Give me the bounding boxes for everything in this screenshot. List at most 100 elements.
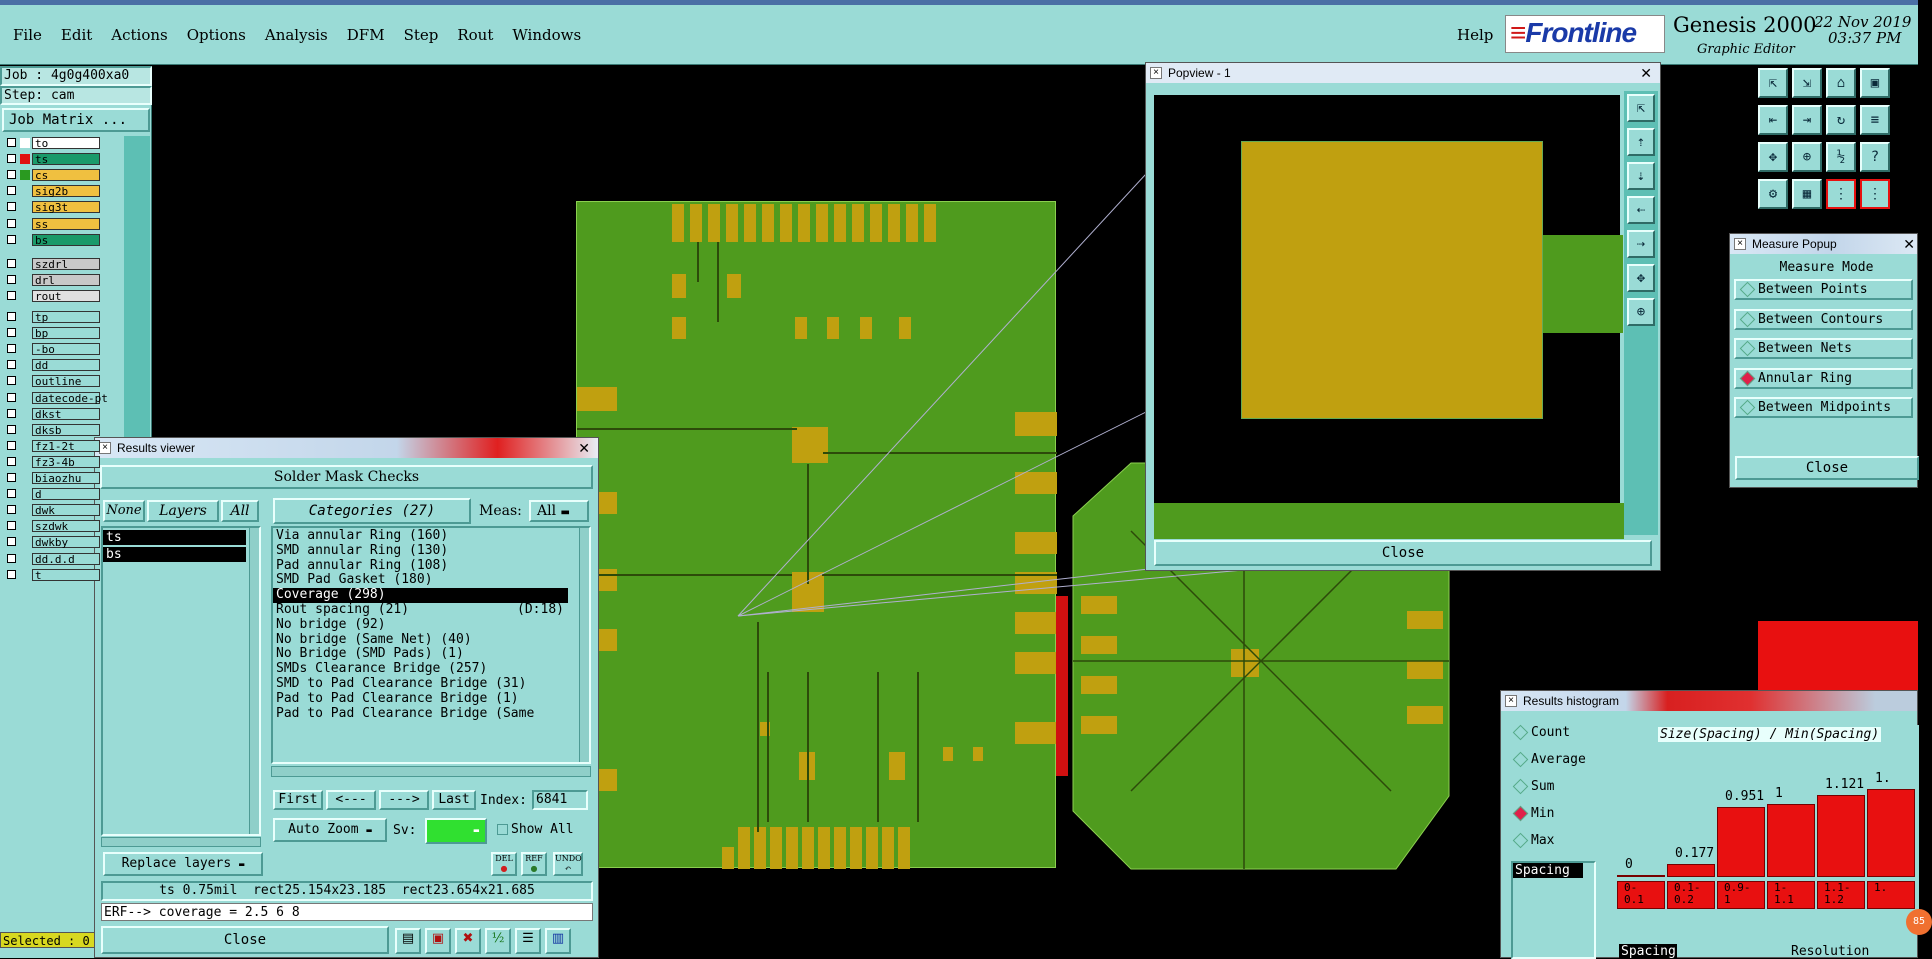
layer-checkbox[interactable]	[7, 569, 16, 579]
layer-row[interactable]: dwkby	[4, 536, 100, 549]
histogram-option[interactable]: Min	[1512, 805, 1554, 822]
measure-mode-option[interactable]: Annular Ring	[1734, 367, 1913, 389]
layer-row[interactable]: drl	[4, 273, 100, 286]
layer-checkbox[interactable]	[7, 408, 16, 418]
auto-zoom-dropdown[interactable]: Auto Zoom ▬	[273, 818, 387, 842]
pop-tool-4-icon[interactable]: ⇠	[1627, 196, 1655, 224]
del-button[interactable]: DEL●	[491, 852, 517, 876]
job-matrix-button[interactable]: Job Matrix ...	[2, 108, 150, 132]
layer-checkbox[interactable]	[7, 344, 16, 354]
replace-layers-dropdown[interactable]: Replace layers ▬	[103, 852, 263, 876]
layer-checkbox[interactable]	[7, 489, 16, 499]
measure-close-icon[interactable]: ✕	[1903, 236, 1915, 252]
layer-checkbox[interactable]	[7, 274, 16, 284]
bottom-tool-3-icon[interactable]: ✖	[455, 928, 481, 954]
layer-row[interactable]: bs	[4, 233, 100, 246]
layer-row[interactable]: dksb	[4, 423, 100, 436]
bottom-tool-5-icon[interactable]: ☰	[515, 928, 541, 954]
measure-mode-option[interactable]: Between Midpoints	[1734, 397, 1913, 418]
layer-name[interactable]: outline	[32, 375, 100, 388]
layer-name[interactable]: szdwk	[32, 520, 100, 533]
layers-button[interactable]: Layers	[147, 500, 219, 522]
layer-checkbox[interactable]	[7, 440, 16, 450]
first-button[interactable]: First	[273, 790, 323, 810]
layer-row[interactable]: sig3t	[4, 201, 100, 214]
popview-close-icon[interactable]: ✕	[1640, 65, 1652, 81]
layer-name[interactable]: dd.d.d	[32, 552, 100, 565]
none-button[interactable]: None	[103, 500, 145, 522]
layer-row[interactable]: dd.d.d	[4, 552, 100, 565]
result-layer-bs[interactable]: bs	[103, 547, 246, 562]
ref-button[interactable]: REF●	[521, 852, 547, 876]
all-layers-button[interactable]: All	[221, 500, 259, 522]
next-button[interactable]: --->	[379, 790, 429, 810]
layer-checkbox[interactable]	[7, 424, 16, 434]
results-close-icon[interactable]: ✕	[578, 440, 590, 456]
results-layer-hscroll[interactable]	[101, 837, 261, 847]
layer-row[interactable]: ts	[4, 153, 100, 166]
layer-row[interactable]: tp	[4, 311, 100, 324]
layer-row[interactable]: dkst	[4, 407, 100, 420]
category-item[interactable]: Coverage (298)	[273, 587, 568, 603]
layer-name[interactable]: sig2b	[32, 185, 100, 198]
layer-row[interactable]: dwk	[4, 504, 100, 517]
pop-tool-3-icon[interactable]: ⇣	[1627, 162, 1655, 190]
bottom-tool-6-icon[interactable]: ▥	[545, 928, 571, 954]
layer-row[interactable]: fz1-2t	[4, 439, 100, 452]
category-item[interactable]: No bridge (Same Net) (40)	[273, 632, 589, 648]
popview-close-button[interactable]: Close	[1154, 540, 1652, 566]
pop-tool-2-icon[interactable]: ⇡	[1627, 128, 1655, 156]
category-item[interactable]: Via annular Ring (160)	[273, 528, 589, 544]
menu-step[interactable]: Step	[403, 26, 439, 44]
index-input[interactable]: 6841	[532, 790, 588, 810]
meas-dropdown[interactable]: All ▬	[529, 500, 589, 522]
layer-checkbox[interactable]	[7, 234, 16, 244]
layer-checkbox[interactable]	[7, 537, 16, 547]
layer-checkbox[interactable]	[7, 376, 16, 386]
results-layer-scrollbar[interactable]	[249, 528, 259, 834]
layer-row[interactable]: dd	[4, 359, 100, 372]
help-icon[interactable]: ?	[1860, 142, 1890, 172]
layer-name[interactable]: bs	[32, 233, 100, 246]
pop-tool-1-icon[interactable]: ⇱	[1627, 94, 1655, 122]
layer-name[interactable]: dwk	[32, 504, 100, 517]
layer-checkbox[interactable]	[7, 138, 16, 147]
bottom-tool-2-icon[interactable]: ▣	[425, 928, 451, 954]
layer-checkbox[interactable]	[7, 521, 16, 531]
layer-checkbox[interactable]	[7, 218, 16, 228]
last-button[interactable]: Last	[432, 790, 476, 810]
layer-name[interactable]: dd	[32, 359, 100, 372]
categories-hscroll[interactable]	[271, 766, 591, 777]
category-item[interactable]: SMDs Clearance Bridge (257)	[273, 661, 589, 677]
measure-mode-option[interactable]: Between Nets	[1734, 338, 1913, 359]
results-close-button[interactable]: Close	[101, 926, 389, 954]
layer-row[interactable]: t	[4, 568, 100, 581]
layer-checkbox[interactable]	[7, 312, 16, 321]
layer-name[interactable]: -bo	[32, 343, 100, 356]
tool-2-icon[interactable]: ⇲	[1792, 68, 1822, 98]
histogram-bar[interactable]	[1667, 864, 1715, 877]
layer-row[interactable]: -bo	[4, 343, 100, 356]
layer-name[interactable]: fz1-2t	[32, 439, 100, 452]
histogram-bar[interactable]	[1817, 794, 1865, 877]
layer-row[interactable]: szdwk	[4, 520, 100, 533]
tool-7-icon[interactable]: ↻	[1826, 105, 1856, 135]
undo-button[interactable]: UNDO↶	[553, 852, 583, 876]
layer-name[interactable]: biaozhu	[32, 472, 100, 485]
menu-rout[interactable]: Rout	[457, 26, 494, 44]
category-item[interactable]: Pad to Pad Clearance Bridge (1)	[273, 691, 589, 707]
layer-row[interactable]: sig2b	[4, 185, 100, 198]
category-item[interactable]: SMD Pad Gasket (180)	[273, 572, 589, 588]
measure-mode-option[interactable]: Between Contours	[1734, 308, 1913, 330]
popview-canvas[interactable]	[1150, 91, 1624, 539]
pop-tool-6-icon[interactable]: ✥	[1627, 264, 1655, 292]
layer-checkbox[interactable]	[7, 170, 16, 180]
measure-icon[interactable]: ⋮	[1860, 179, 1890, 209]
layer-name[interactable]: tp	[32, 311, 100, 324]
menu-dfm[interactable]: DFM	[346, 26, 385, 44]
layer-name[interactable]: drl	[32, 273, 100, 286]
tool-home-icon[interactable]: ⌂	[1826, 68, 1856, 98]
layer-checkbox[interactable]	[7, 360, 16, 370]
layer-name[interactable]: t	[32, 568, 100, 581]
layer-row[interactable]: rout	[4, 289, 100, 302]
